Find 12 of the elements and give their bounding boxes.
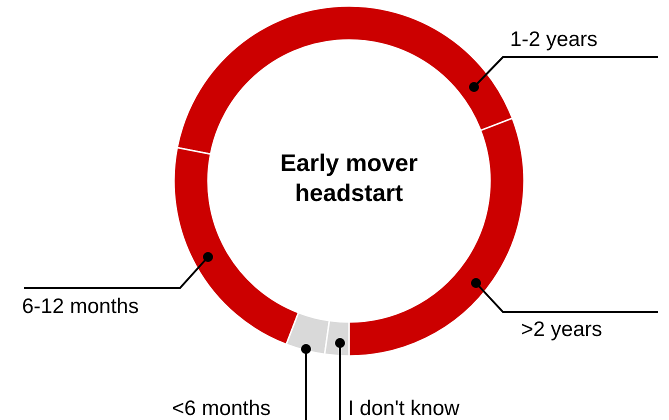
leader-line [471, 278, 659, 313]
segment-label: <6 months [172, 397, 271, 420]
segment-label: I don't know [348, 397, 460, 420]
leader-line [335, 338, 345, 420]
segment-label: 6-12 months [22, 295, 139, 319]
segment-label: 1-2 years [510, 28, 598, 52]
leader-line [23, 252, 213, 289]
center-label: Early mover headstart [279, 149, 419, 209]
segment-label: >2 years [521, 318, 602, 342]
leader-line [301, 344, 311, 420]
donut-segment [286, 312, 330, 356]
leader-line [469, 56, 659, 92]
